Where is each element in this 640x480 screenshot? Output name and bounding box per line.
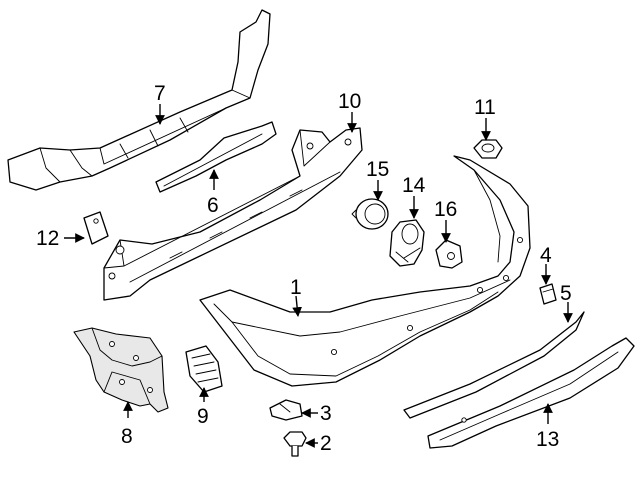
part-5-trim-strip: [403, 311, 585, 419]
callout-15: 15: [366, 158, 389, 181]
callout-8: 8: [121, 425, 133, 448]
part-13-lower-valance: [427, 337, 635, 449]
leader-lines: [64, 104, 573, 448]
callout-14: 14: [402, 174, 426, 197]
callout-10: 10: [338, 90, 361, 113]
part-6-bracket-strip: [155, 121, 277, 193]
callout-16: 16: [434, 198, 457, 221]
part-2-bolt: [283, 431, 307, 457]
part-10-impact-bar: [103, 127, 363, 301]
part-7-upper-absorber: [7, 9, 271, 191]
callout-6: 6: [207, 194, 219, 217]
part-12-pad: [83, 211, 109, 245]
callout-11: 11: [474, 96, 496, 119]
callout-12: 12: [36, 227, 59, 250]
part-11-clip-nut: [473, 139, 503, 159]
callout-labels: 1 2 3 4 5 6 7 8 9 10 11 12 13 14 15 16: [36, 82, 572, 455]
part-4-small-trim: [539, 283, 557, 305]
part-1-bumper-cover: [199, 155, 531, 387]
part-14-sensor: [389, 219, 425, 267]
callout-9: 9: [197, 405, 209, 428]
part-3-clip: [269, 399, 303, 421]
callout-2: 2: [320, 432, 332, 455]
callout-7: 7: [154, 82, 166, 105]
callout-3: 3: [320, 402, 332, 425]
part-9-reflector: [185, 345, 223, 393]
callout-1: 1: [290, 276, 302, 299]
part-16-sensor-bracket: [435, 239, 463, 269]
callout-4: 4: [540, 244, 552, 267]
callout-5: 5: [560, 282, 572, 305]
leader-1: [292, 295, 302, 317]
callout-13: 13: [536, 428, 559, 451]
part-15-sensor-ring: [351, 198, 389, 230]
part-8-side-bracket: [73, 327, 169, 413]
